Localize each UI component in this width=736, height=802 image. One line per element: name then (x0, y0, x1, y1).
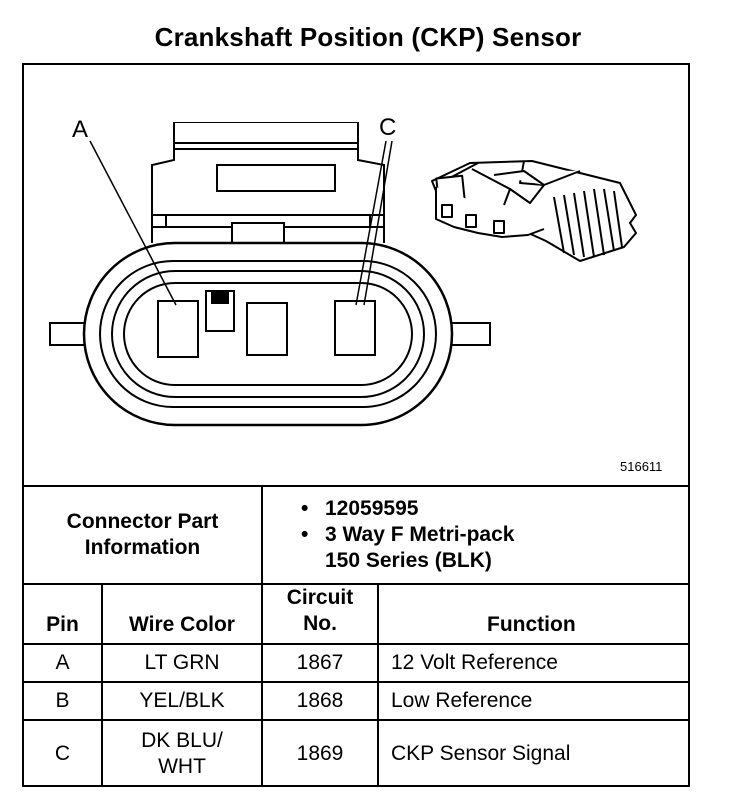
table-row: C DK BLU/ WHT 1869 CKP Sensor Signal (24, 719, 689, 786)
header-circuit: Circuit No. (261, 583, 379, 645)
diagram-frame: A C 516611 (22, 63, 690, 787)
figure-number: 516611 (620, 459, 662, 474)
circuit-cell: 1868 (261, 681, 379, 721)
pin-cell: B (24, 681, 103, 721)
wire-color-line2: WHT (158, 754, 206, 778)
connector-info-row: Connector Part Information 12059595 3 Wa… (24, 485, 689, 585)
connector-illustration: A C 516611 (49, 114, 662, 474)
header-function: Function (376, 583, 689, 645)
table-header-row: Pin Wire Color Circuit No. Function (24, 583, 689, 645)
function-cell: Low Reference (376, 681, 689, 721)
circuit-cell: 1867 (261, 643, 379, 683)
page-title: Crankshaft Position (CKP) Sensor (154, 22, 582, 52)
connector-latch (151, 122, 385, 244)
function-cell: CKP Sensor Signal (376, 719, 689, 786)
connector-info-details: 12059595 3 Way F Metri-pack 150 Series (… (260, 485, 689, 585)
header-wire-color: Wire Color (101, 583, 263, 645)
connector-info-label: Connector Part Information (24, 485, 263, 585)
part-number: 12059595 (301, 496, 688, 522)
table-row: A LT GRN 1867 12 Volt Reference (24, 643, 689, 683)
connector-table: Connector Part Information 12059595 3 Wa… (24, 485, 689, 786)
connector-description: 3 Way F Metri-pack 150 Series (BLK) (301, 522, 688, 574)
connector-info-label-line2: Information (84, 536, 201, 559)
wire-color-cell: LT GRN (101, 643, 263, 683)
description-line2: 150 Series (BLK) (325, 549, 492, 572)
header-circuit-line2: No. (303, 612, 337, 635)
header-circuit-line1: Circuit (286, 586, 354, 609)
pin-leader-lines (89, 140, 393, 306)
connector-isometric-view (431, 160, 637, 262)
function-cell: 12 Volt Reference (376, 643, 689, 683)
description-line1: 3 Way F Metri-pack (325, 523, 515, 546)
connector-drawing: A C 516611 (24, 65, 688, 485)
wire-color-cell: DK BLU/ WHT (101, 719, 263, 786)
terminal-c (334, 300, 376, 356)
terminal-b (246, 302, 288, 356)
connector-info-label-line1: Connector Part (66, 510, 219, 533)
pin-cell: A (24, 643, 103, 683)
wire-color-cell: YEL/BLK (101, 681, 263, 721)
pin-label-c: C (379, 114, 396, 141)
wire-color-line1: DK BLU/ (141, 728, 223, 752)
circuit-cell: 1869 (261, 719, 379, 786)
pin-label-a: A (72, 116, 88, 143)
pin-cell: C (24, 719, 103, 786)
header-pin: Pin (24, 583, 103, 645)
terminal-a (157, 300, 199, 358)
table-row: B YEL/BLK 1868 Low Reference (24, 681, 689, 721)
terminal-cavities (157, 290, 376, 358)
